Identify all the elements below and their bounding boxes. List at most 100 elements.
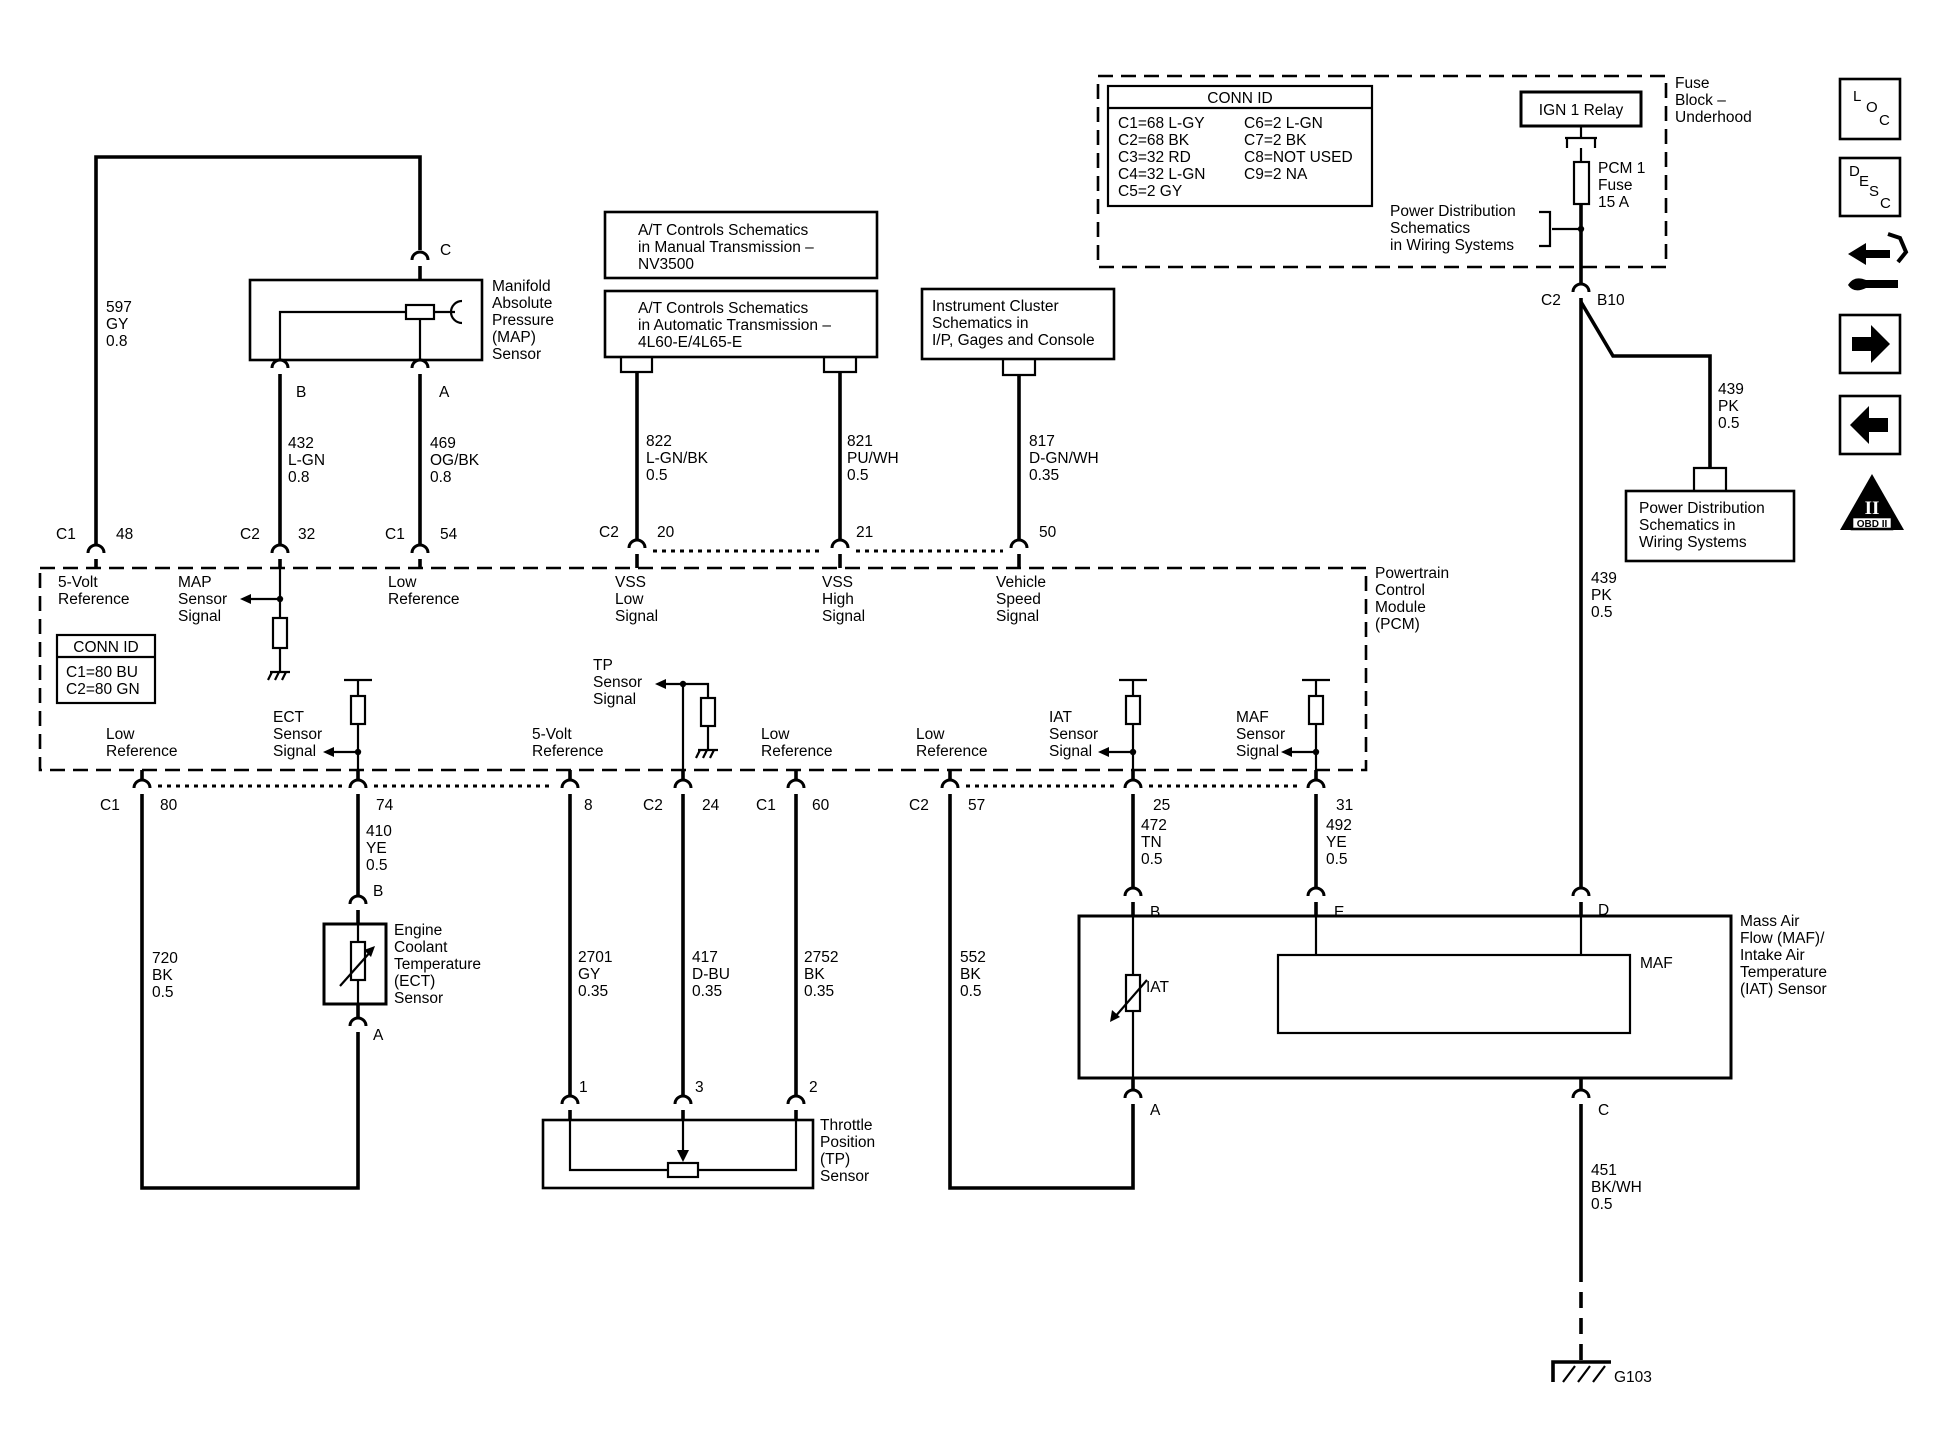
- at-manual-ref-box[interactable]: [603, 210, 879, 280]
- fuse-pin-c2: C2: [1541, 292, 1561, 309]
- maf-pin-a: A: [1150, 1102, 1161, 1119]
- map-sensor-label: Manifold Absolute Pressure (MAP) Sensor: [492, 278, 558, 363]
- cluster-ref-box[interactable]: [920, 287, 1116, 361]
- pin-50: 50: [1039, 524, 1057, 541]
- pin-31: 31: [1336, 797, 1353, 814]
- pin-74: 74: [376, 797, 394, 814]
- map-pin-a: A: [439, 384, 450, 401]
- map-pin-b: B: [296, 384, 306, 401]
- connector-tool-icon[interactable]: [1848, 232, 1909, 291]
- at-auto-ref-box[interactable]: [603, 289, 879, 359]
- loc-button[interactable]: LOC: [1838, 77, 1902, 141]
- desc-button[interactable]: DESC: [1838, 156, 1902, 218]
- right-arrow-icon: [1852, 325, 1890, 363]
- pcm-outline: [38, 566, 1368, 772]
- obd-ii-label: OBD II: [1857, 519, 1888, 530]
- obd-ii-button[interactable]: II OBD II: [1840, 474, 1904, 531]
- next-arrow-button[interactable]: [1838, 313, 1902, 375]
- power-dist-ref-box[interactable]: [1624, 489, 1796, 563]
- maf-inner-label: MAF: [1640, 955, 1673, 972]
- fuse-pin-b10: B10: [1597, 292, 1625, 309]
- map-sensor-circuit: C B A Manifold Absolute Pressure (MAP) S…: [94, 155, 558, 545]
- ground-label: G103: [1614, 1369, 1652, 1386]
- maf-sensor-box: [1077, 914, 1733, 1080]
- prev-arrow-button[interactable]: [1838, 394, 1902, 456]
- pin-8: 8: [584, 797, 593, 814]
- ground-g103: G103: [1551, 1350, 1652, 1386]
- maf-pin-b: B: [1150, 904, 1160, 921]
- tp-pin-1: 1: [579, 1079, 588, 1096]
- ect-pin-a: A: [373, 1027, 384, 1044]
- maf-pin-c: C: [1598, 1102, 1609, 1119]
- ign1-relay-label: IGN 1 Relay: [1539, 102, 1624, 119]
- iat-inner-label: IAT: [1146, 979, 1169, 996]
- tp-pin-3: 3: [695, 1079, 704, 1096]
- maf-inner-box: [1276, 953, 1632, 1035]
- desc-button-label: DESC: [1849, 163, 1891, 212]
- tp-pin-2: 2: [809, 1079, 818, 1096]
- loc-button-label: LOC: [1853, 88, 1890, 129]
- ign1-relay-box[interactable]: [1519, 90, 1643, 128]
- conn-id-top-title: CONN ID: [1207, 90, 1272, 107]
- nav-buttons: LOC DESC II OBD II: [1838, 77, 1909, 531]
- pin-25: 25: [1153, 797, 1170, 814]
- maf-pin-d: D: [1598, 902, 1609, 919]
- map-sensor-box: [248, 278, 484, 362]
- pcm1-fuse: [1572, 160, 1591, 206]
